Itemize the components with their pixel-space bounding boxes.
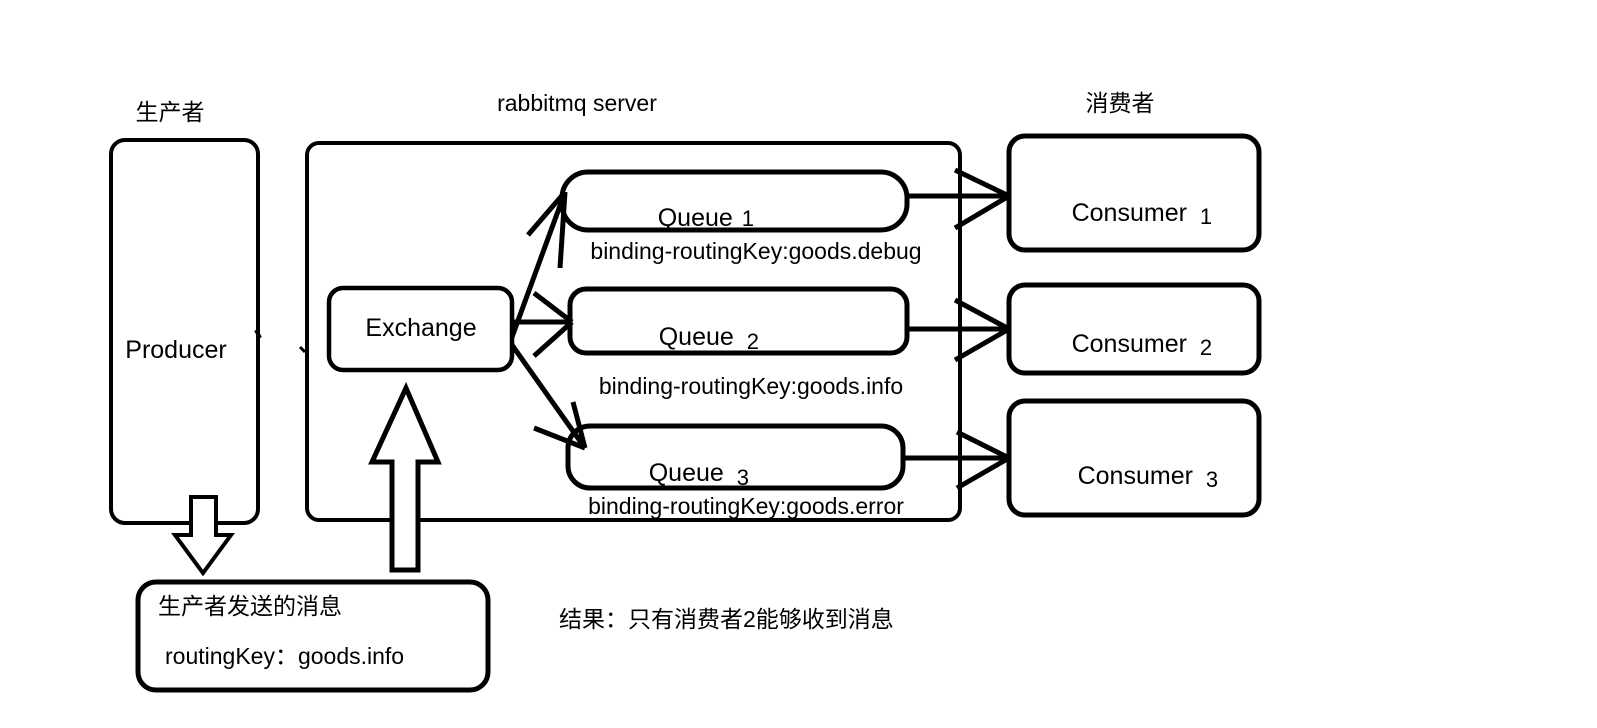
queue-1-label-text: Queue (657, 204, 733, 232)
consumer-3-label: Consumer 3 (1060, 448, 1219, 505)
consumer-1-label-number: 1 (1199, 204, 1213, 229)
queue-3-label-text: Queue (648, 459, 724, 487)
message-to-exchange-block-arrow (368, 381, 442, 573)
producer-box[interactable] (109, 138, 260, 525)
stray-mark-2 (298, 345, 307, 354)
message-box-line-1: 生产者发送的消息 (158, 593, 342, 619)
queue-1-label: Queue 1 (640, 190, 754, 247)
queue-2-label: Queue 2 (641, 309, 759, 366)
server-group-title: rabbitmq server (497, 90, 657, 116)
consumer-2-label-text: Consumer (1071, 330, 1187, 358)
queue-2-binding-label: binding-routingKey:goods.info (598, 373, 904, 399)
producer-group-title: 生产者 (135, 99, 205, 125)
exchange-box[interactable] (326, 285, 515, 373)
message-box[interactable] (135, 579, 491, 693)
consumer-group-title: 消费者 (1085, 90, 1155, 116)
producer-send-block-arrow (171, 495, 235, 577)
stray-mark-1 (254, 329, 262, 339)
message-box-line-2: routingKey：goods.info (165, 643, 405, 669)
consumer-3-label-text: Consumer (1077, 462, 1193, 490)
queue-1-binding-label: binding-routingKey:goods.debug (590, 238, 922, 264)
queue-2-label-text: Queue (658, 323, 734, 351)
arrow-exchange-to-queue-2 (512, 291, 574, 358)
exchange-label: Exchange (365, 314, 477, 342)
consumer-2-label-number: 2 (1199, 335, 1213, 360)
queue-1-label-number: 1 (741, 206, 755, 231)
arrow-exchange-to-queue-3 (509, 343, 588, 451)
consumer-1-label-text: Consumer (1071, 199, 1187, 227)
producer-label: Producer (125, 336, 227, 364)
arrow-queue-2-to-consumer-2 (905, 297, 1011, 363)
queue-3-label-number: 3 (736, 465, 750, 490)
result-label: 结果：只有消费者2能够收到消息 (559, 606, 894, 632)
consumer-2-label: Consumer 2 (1054, 316, 1213, 373)
queue-3-binding-label: binding-routingKey:goods.error (588, 493, 904, 519)
arrow-queue-3-to-consumer-3 (901, 429, 1011, 491)
arrow-queue-1-to-consumer-1 (905, 167, 1011, 231)
arrow-exchange-to-queue-1 (509, 190, 568, 338)
queue-3-label: Queue 3 (631, 445, 749, 502)
consumer-1-label: Consumer 1 (1054, 185, 1213, 242)
queue-2-label-number: 2 (746, 329, 760, 354)
consumer-1-box[interactable] (1006, 133, 1262, 253)
consumer-3-label-number: 3 (1205, 467, 1219, 492)
